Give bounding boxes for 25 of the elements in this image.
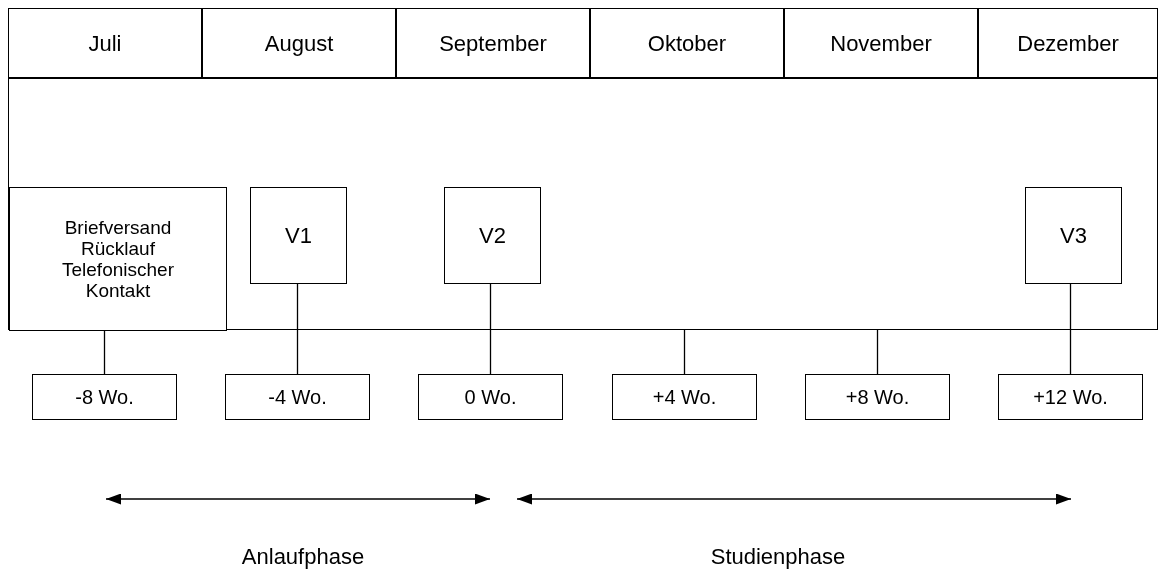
timeline-panel [8,78,1158,330]
week-box: -4 Wo. [225,374,370,420]
connector-line [683,329,686,375]
connector-line [1069,282,1072,375]
visit-box: V3 [1025,187,1122,284]
connector-line [489,282,492,375]
visit-box: V1 [250,187,347,284]
month-header-cell: Juli [8,8,202,78]
month-header-cell: August [202,8,396,78]
phase-label: Studienphase [710,544,846,570]
week-box: -8 Wo. [32,374,177,420]
month-header-cell: Oktober [590,8,784,78]
connector-line [296,282,299,375]
visit-box: V2 [444,187,541,284]
week-box: +12 Wo. [998,374,1143,420]
month-header-cell: Dezember [978,8,1158,78]
week-box: +8 Wo. [805,374,950,420]
task-box: Briefversand Rücklauf Telefonischer Kontakt [9,187,227,331]
phase-label: Anlaufphase [241,544,365,570]
week-box: +4 Wo. [612,374,757,420]
connector-line [103,329,106,375]
week-box: 0 Wo. [418,374,563,420]
month-header-cell: November [784,8,978,78]
month-header-cell: September [396,8,590,78]
connector-line [876,329,879,375]
